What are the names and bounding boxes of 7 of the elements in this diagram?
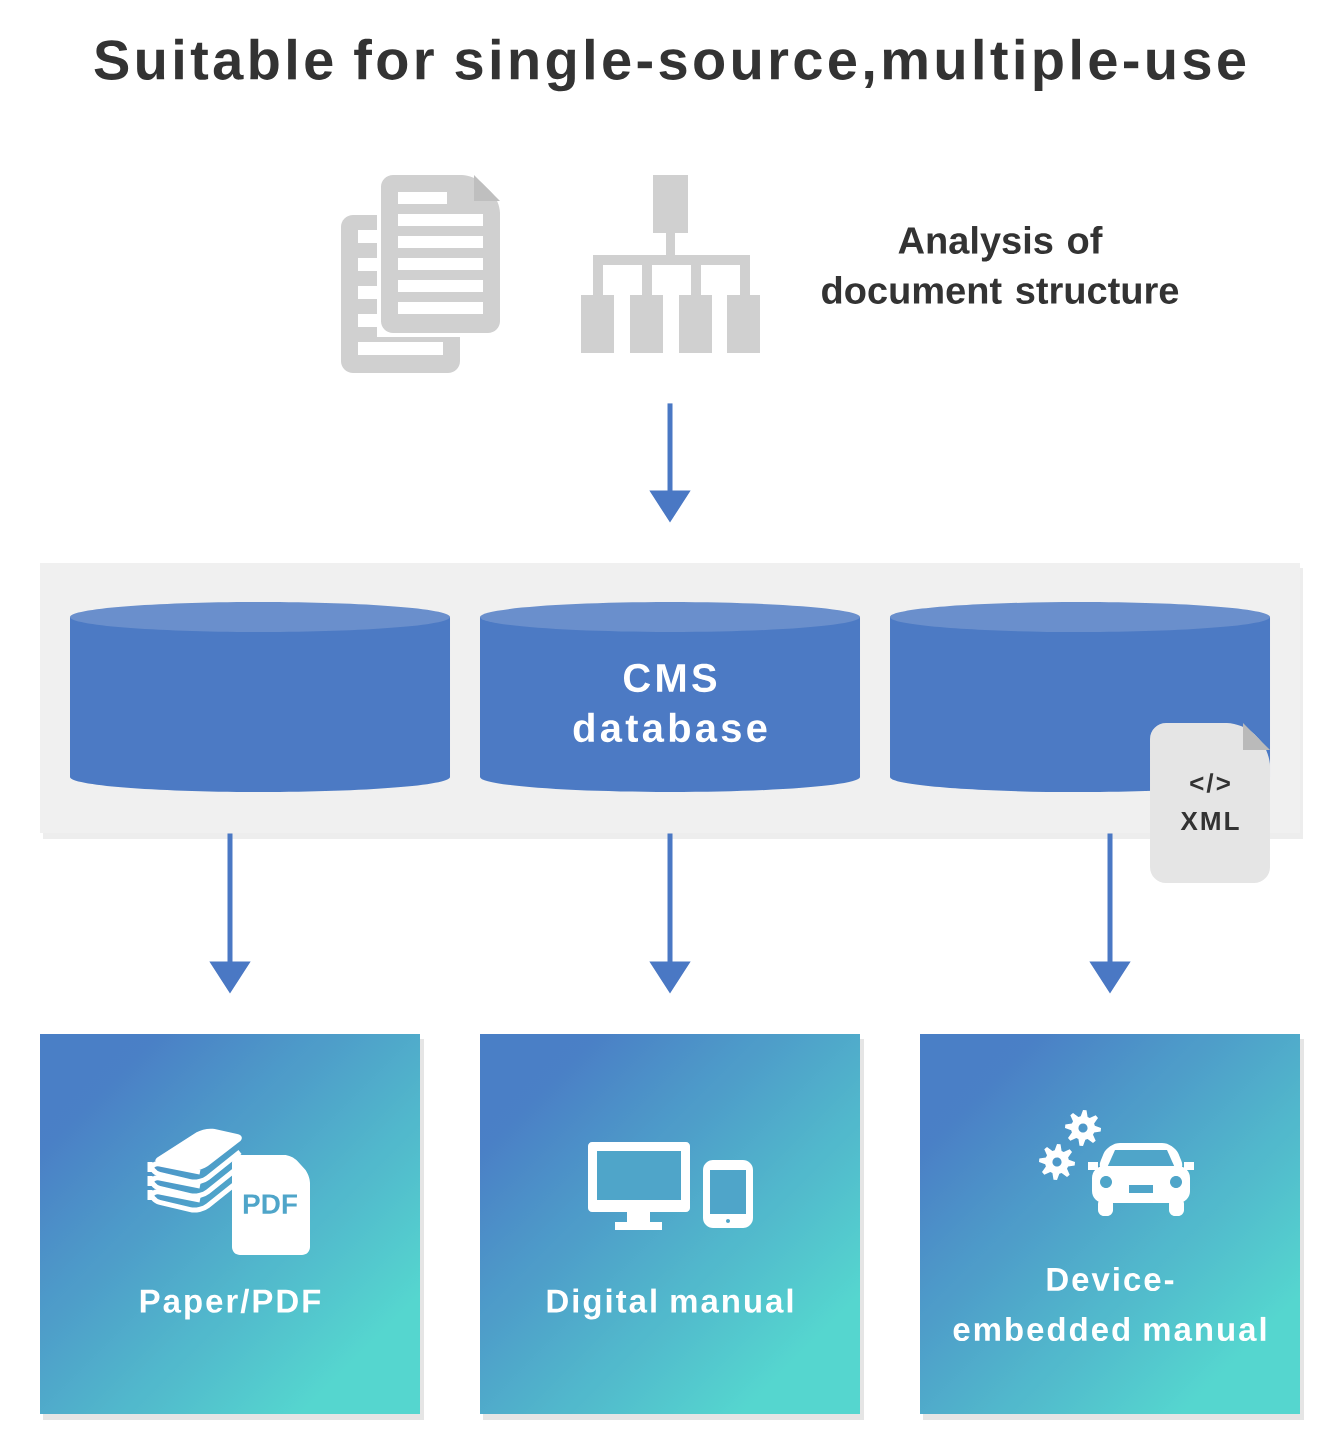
output-box: Digital manual [480, 1034, 864, 1420]
database-cylinder: CMS database [480, 602, 860, 792]
tree-diagram-icon [581, 175, 760, 353]
database-cylinder [70, 602, 450, 792]
annotation-text: Analysis of document structure [822, 226, 1179, 304]
output-box: Device-embedded manual [920, 1034, 1304, 1420]
title: Suitable for single-source,multiple-use [94, 38, 1246, 92]
